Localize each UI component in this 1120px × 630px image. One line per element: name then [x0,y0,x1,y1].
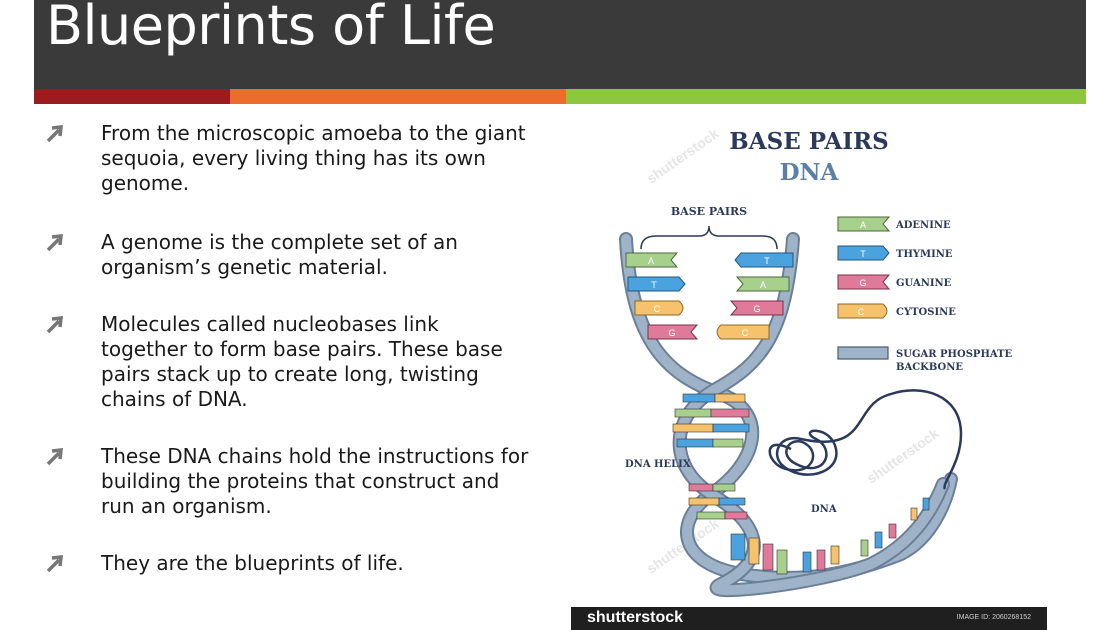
arrow-bullet-icon [46,316,63,334]
slide-title-bar: Blueprints of Life [34,0,1086,89]
right-base-g: G [729,300,784,316]
svg-text:C: C [742,328,749,338]
svg-text:A: A [648,256,654,266]
legend-thymine: T THYMINE [837,245,953,261]
stock-footer-bar: shutterstock IMAGE ID: 2060268152 [571,607,1047,630]
stock-logo: shutterstock [587,609,684,626]
left-base-c: C [634,300,684,316]
svg-text:T: T [764,256,770,266]
dna-helix-label: DNA HELIX [625,459,691,470]
bracket-line [640,225,778,250]
watermark-text: shutterstock [644,125,722,186]
bullet-text: They are the blueprints of life. [101,551,404,575]
svg-text:A: A [760,280,766,290]
right-base-t: T [734,252,794,268]
accent-stripe-red [34,89,230,104]
right-base-a: A [735,276,790,292]
slide-title: Blueprints of Life [46,0,496,57]
legend-guanine: G GUANINE [837,274,952,290]
bullet-text: A genome is the complete set of an organ… [101,230,458,279]
diagram-title: BASE PAIRS [729,128,888,155]
arrow-bullet-icon [46,125,63,143]
legend-backbone: SUGAR PHOSPHATE BACKBONE [837,346,1013,373]
left-base-a: A [625,252,679,268]
left-base-g: G [647,324,699,340]
svg-text:BACKBONE: BACKBONE [896,362,963,373]
base-pairs-label: BASE PAIRS [671,205,747,218]
svg-text:T: T [651,280,657,290]
dna-illustration: shutterstock shutterstock shutterstock B… [571,104,1047,630]
watermark-text: shutterstock [864,425,942,486]
svg-text:GUANINE: GUANINE [896,278,952,289]
arrow-bullet-icon [46,448,63,466]
svg-text:T: T [860,249,866,259]
dna-diagram: shutterstock shutterstock shutterstock B… [619,125,1013,598]
svg-text:SUGAR PHOSPHATE: SUGAR PHOSPHATE [896,349,1013,360]
svg-text:C: C [654,304,661,314]
right-base-c: C [716,324,770,340]
svg-text:A: A [860,220,866,230]
svg-text:G: G [753,304,760,314]
arrow-bullet-icon [46,555,63,573]
svg-text:G: G [668,328,675,338]
accent-stripe-green [566,89,1086,104]
bullet-text: Molecules called nucleobases link togeth… [101,312,503,411]
svg-text:C: C [858,307,865,317]
dna-label: DNA [811,504,837,515]
bullet-text: These DNA chains hold the instructions f… [101,444,529,518]
bullet-text: From the microscopic amoeba to the giant… [101,121,526,195]
backbone-strand [621,234,956,583]
left-base-t: T [627,276,686,292]
coiled-dna-strand [768,389,963,490]
legend-cytosine: C CYTOSINE [837,303,956,319]
helix-rungs [672,393,930,575]
legend-adenine: A ADENINE [837,216,951,232]
backbone-strand [674,234,948,596]
svg-text:CYTOSINE: CYTOSINE [896,307,956,318]
image-id: IMAGE ID: 2060268152 [956,614,1031,621]
svg-text:ADENINE: ADENINE [895,220,951,231]
arrow-bullet-icon [46,234,63,252]
diagram-subtitle: DNA [780,159,840,186]
svg-text:G: G [859,278,866,288]
accent-stripe-orange [230,89,566,104]
svg-text:THYMINE: THYMINE [896,249,953,260]
